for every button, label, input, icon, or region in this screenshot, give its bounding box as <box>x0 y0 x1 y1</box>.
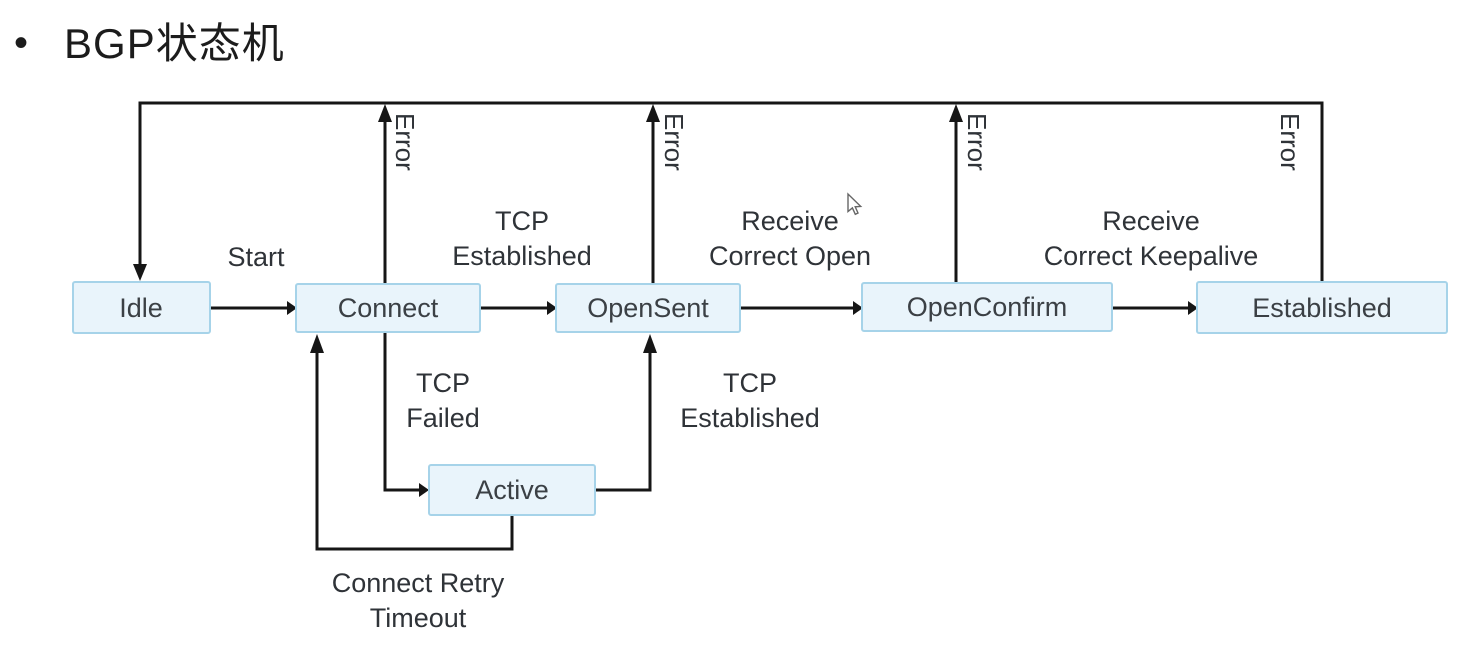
idle-to-connect-arrowhead <box>287 301 297 315</box>
error-label-established: Error <box>1275 113 1305 171</box>
state-label-opensent: OpenSent <box>587 293 709 323</box>
error-label-opensent: Error <box>659 113 689 171</box>
state-box-opensent <box>555 283 741 333</box>
state-box-idle <box>72 281 211 334</box>
page-title-text: BGP状态机 <box>64 20 285 67</box>
active-to-opensent-path <box>595 352 652 492</box>
error-return-path <box>138 101 1324 282</box>
connect-retry-timeout-label-line1: Connect Retry <box>332 568 505 598</box>
active-to-connect-arrowhead <box>310 334 324 353</box>
state-label-idle: Idle <box>119 293 163 323</box>
state-label-established: Established <box>1252 293 1392 323</box>
connect-to-opensent-arrowhead <box>547 301 557 315</box>
tcp-established-top-label-line1: TCP <box>495 206 549 236</box>
opensent-to-openconfirm-arrowhead <box>853 301 863 315</box>
connect-error-arrowhead <box>378 104 392 122</box>
state-node-connect: Connect <box>295 283 481 333</box>
tcp-failed-label-line1: TCP <box>416 368 470 398</box>
connect-to-active-arrowhead <box>419 483 429 497</box>
state-box-active <box>428 464 596 516</box>
page-title: • BGP状态机 <box>14 10 285 71</box>
bullet-icon: • <box>14 20 29 65</box>
state-node-opensent: OpenSent <box>555 283 741 333</box>
state-node-established: Established <box>1196 281 1448 334</box>
tcp-established-bottom-label-line2: Established <box>680 403 820 433</box>
error-label-connect: Error <box>390 113 420 171</box>
tcp-failed-label-line2: Failed <box>406 403 480 433</box>
receive-correct-keepalive-label-line1: Receive <box>1102 206 1200 236</box>
connect-to-active-path <box>383 332 420 492</box>
state-box-openconfirm <box>861 282 1113 332</box>
tcp-established-bottom-label-line1: TCP <box>723 368 777 398</box>
idle-entry-arrowhead <box>133 264 147 281</box>
state-box-connect <box>295 283 481 333</box>
receive-correct-open-label-line2: Correct Open <box>709 241 871 271</box>
active-to-connect-path <box>315 352 514 551</box>
state-label-connect: Connect <box>338 293 439 323</box>
state-node-idle: Idle <box>72 281 211 334</box>
state-node-active: Active <box>428 464 596 516</box>
connect-retry-timeout-label-line2: Timeout <box>370 603 467 633</box>
mouse-cursor-icon <box>847 192 863 216</box>
start-label: Start <box>227 242 285 272</box>
active-to-opensent-arrowhead <box>643 334 657 353</box>
state-node-openconfirm: OpenConfirm <box>861 282 1113 332</box>
error-label-openconfirm: Error <box>962 113 992 171</box>
receive-correct-open-label-line1: Receive <box>741 206 839 236</box>
openconfirm-to-established-arrowhead <box>1188 301 1198 315</box>
openconfirm-error-arrowhead <box>949 104 963 122</box>
tcp-established-top-label-line2: Established <box>452 241 592 271</box>
receive-correct-keepalive-label-line2: Correct Keepalive <box>1044 241 1259 271</box>
state-label-openconfirm: OpenConfirm <box>907 292 1068 322</box>
state-box-established <box>1196 281 1448 334</box>
state-label-active: Active <box>475 475 549 505</box>
opensent-error-arrowhead <box>646 104 660 122</box>
